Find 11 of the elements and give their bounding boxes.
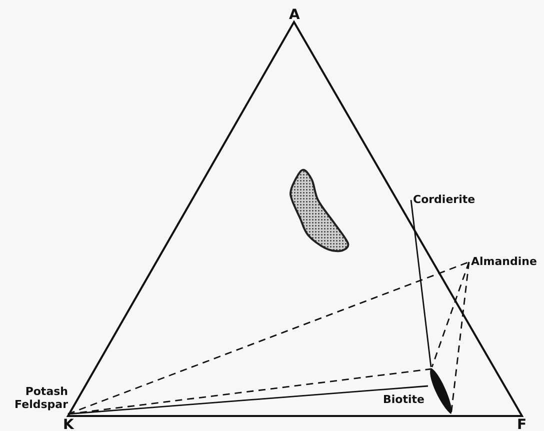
vertex-label: F	[517, 418, 527, 431]
mineral-label: Biotite	[383, 393, 424, 406]
dashed-tie-line	[431, 262, 470, 368]
mineral-label: Cordierite	[413, 193, 476, 206]
tie-line	[68, 385, 428, 415]
tie-line	[410, 200, 432, 368]
vertex-label: A	[289, 8, 300, 22]
vertex-label: K	[63, 418, 74, 431]
dashed-tie-line	[68, 261, 470, 415]
mineral-label: Potash Feldspar	[14, 385, 68, 411]
mineral-label: Almandine	[471, 255, 538, 268]
